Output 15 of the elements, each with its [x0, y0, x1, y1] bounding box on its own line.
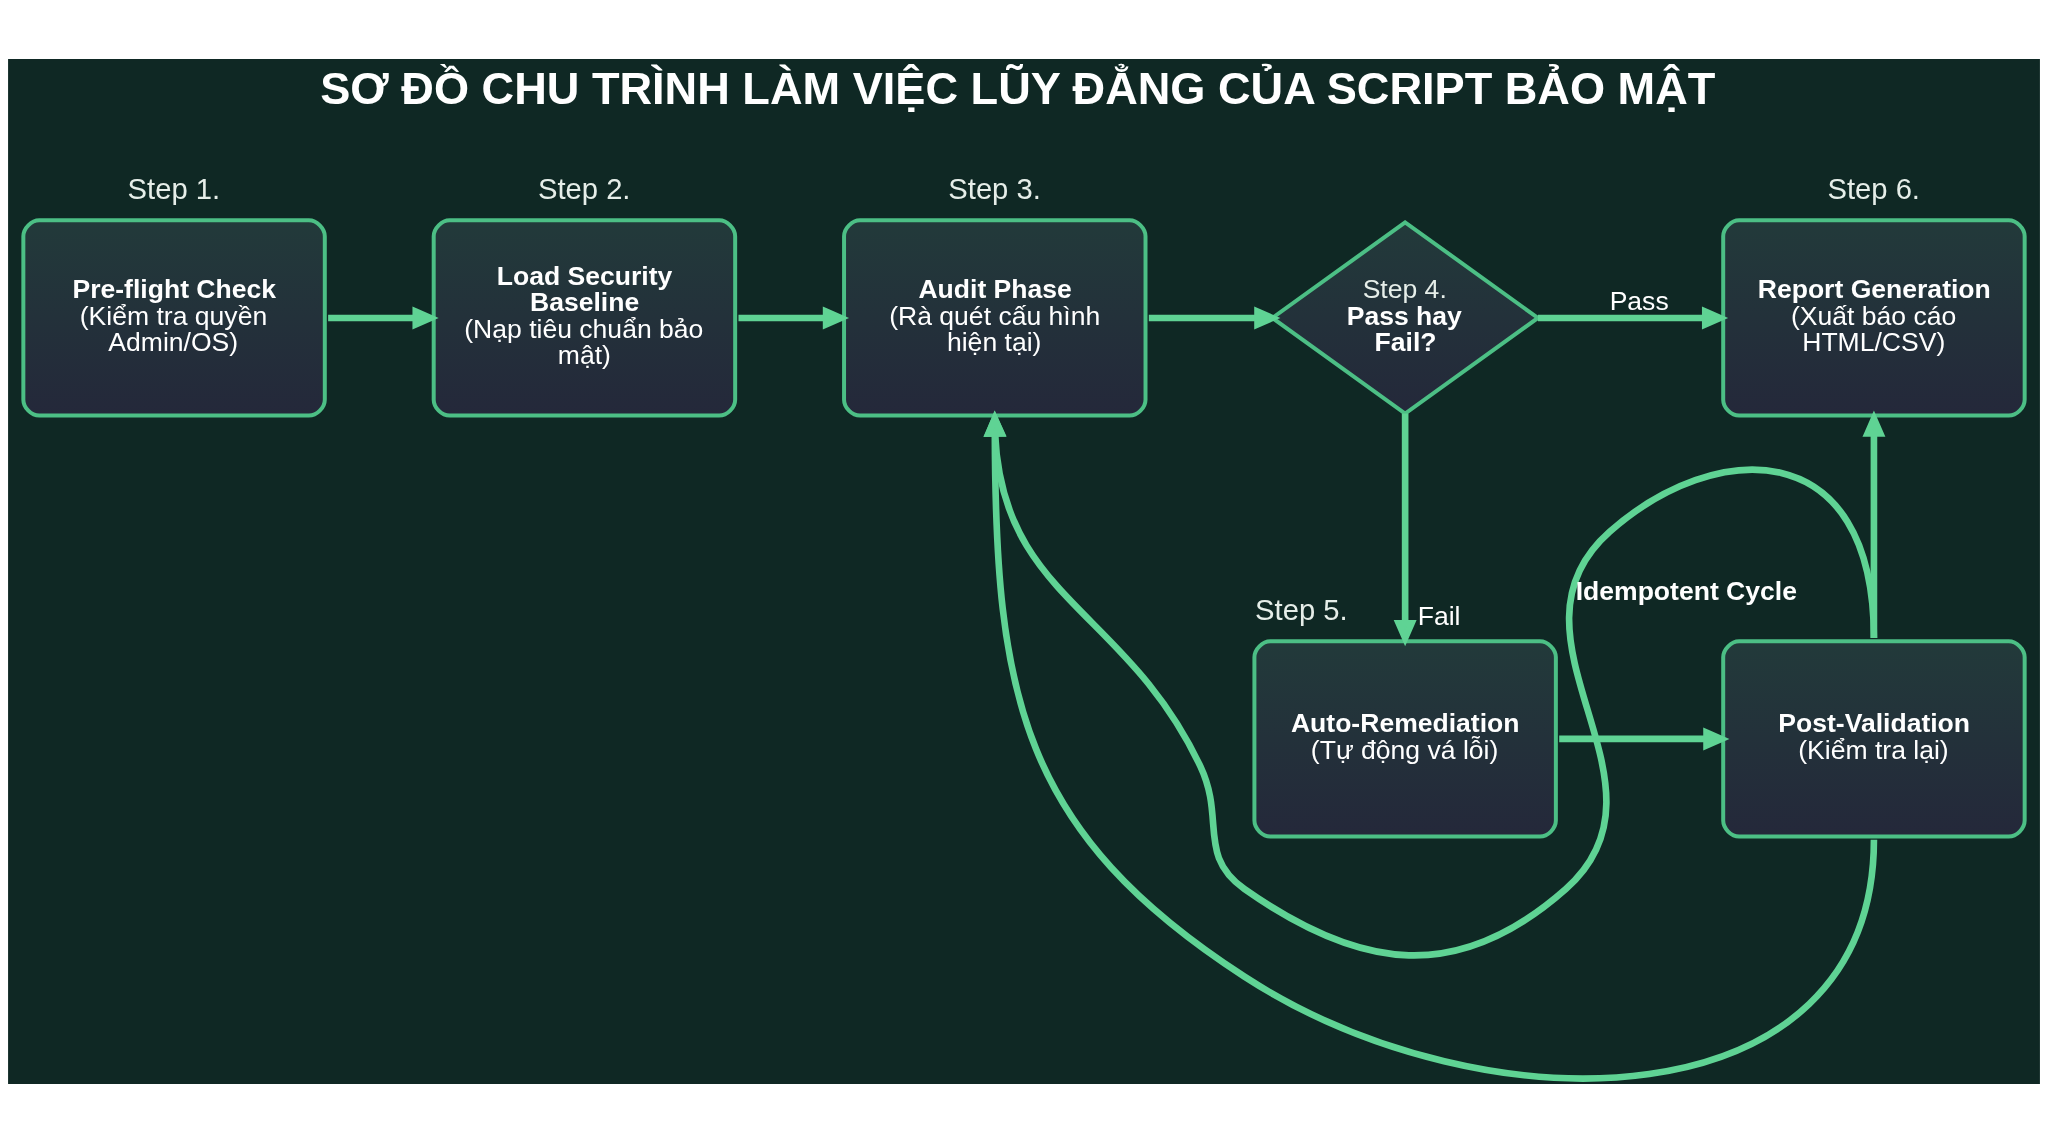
- node-label: Step 3.: [948, 173, 1041, 206]
- diagram-title: SƠ ĐỒ CHU TRÌNH LÀM VIỆC LŨY ĐẲNG CỦA SCRIPT BẢO MẬT: [320, 63, 1716, 115]
- node-label: Step 5.: [1255, 594, 1348, 627]
- edge-label: Idempotent Cycle: [1575, 575, 1797, 606]
- arrow: [738, 306, 849, 330]
- edge-label: Fail: [1417, 600, 1461, 631]
- arrow: [983, 410, 1878, 1082]
- node-label: Step 6.: [1827, 173, 1920, 206]
- arrow: [1538, 306, 1729, 330]
- node-label: Step 1.: [127, 173, 221, 206]
- node-label: Step 2.: [537, 173, 631, 206]
- arrow: [1393, 413, 1417, 647]
- arrow: [983, 410, 1878, 959]
- edge-label: Pass: [1609, 285, 1669, 316]
- arrow: [1148, 306, 1281, 330]
